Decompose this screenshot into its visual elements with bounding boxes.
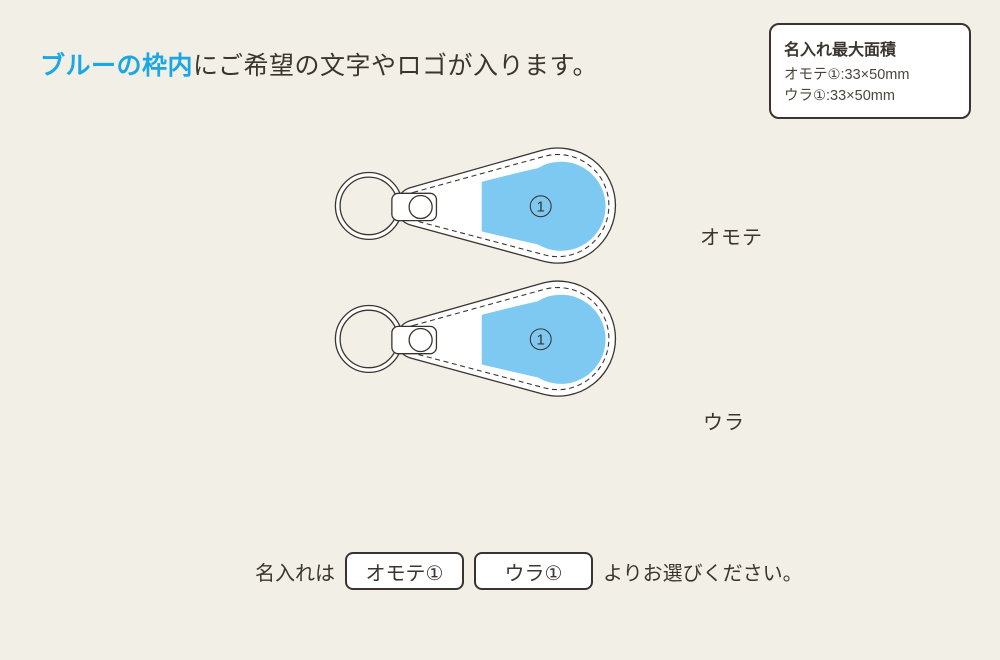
headline-highlight: ブルーの枠内 xyxy=(40,52,194,80)
imprint-choice-row: 名入れは オモテ① ウラ① よりお選びください。 xyxy=(255,552,803,590)
option-box-front: オモテ① xyxy=(345,552,464,590)
info-box-line-back: ウラ①:33×50mm xyxy=(784,88,895,104)
info-box-line-front: オモテ①:33×50mm xyxy=(784,67,910,83)
back-side-label: ウラ xyxy=(703,412,745,434)
front-area-number: 1 xyxy=(537,198,545,215)
keychain-illustrations: 1 1 xyxy=(334,147,617,397)
back-area-number: 1 xyxy=(537,331,545,348)
imprint-size-info-box: 名入れ最大面積 オモテ①:33×50mm ウラ①:33×50mm xyxy=(769,23,971,119)
keychain-front-illustration xyxy=(334,147,617,264)
option-box-back: ウラ① xyxy=(474,552,593,590)
headline-rest: にご希望の文字やロゴが入ります。 xyxy=(193,52,599,80)
front-side-label: オモテ xyxy=(700,227,763,249)
keychain-back-illustration xyxy=(334,280,617,397)
info-box-title: 名入れ最大面積 xyxy=(784,42,897,59)
choice-prefix-text: 名入れは xyxy=(255,562,335,585)
choice-suffix-text: よりお選びください。 xyxy=(603,562,803,585)
headline: ブルーの枠内にご希望の文字やロゴが入ります。 xyxy=(40,49,598,83)
